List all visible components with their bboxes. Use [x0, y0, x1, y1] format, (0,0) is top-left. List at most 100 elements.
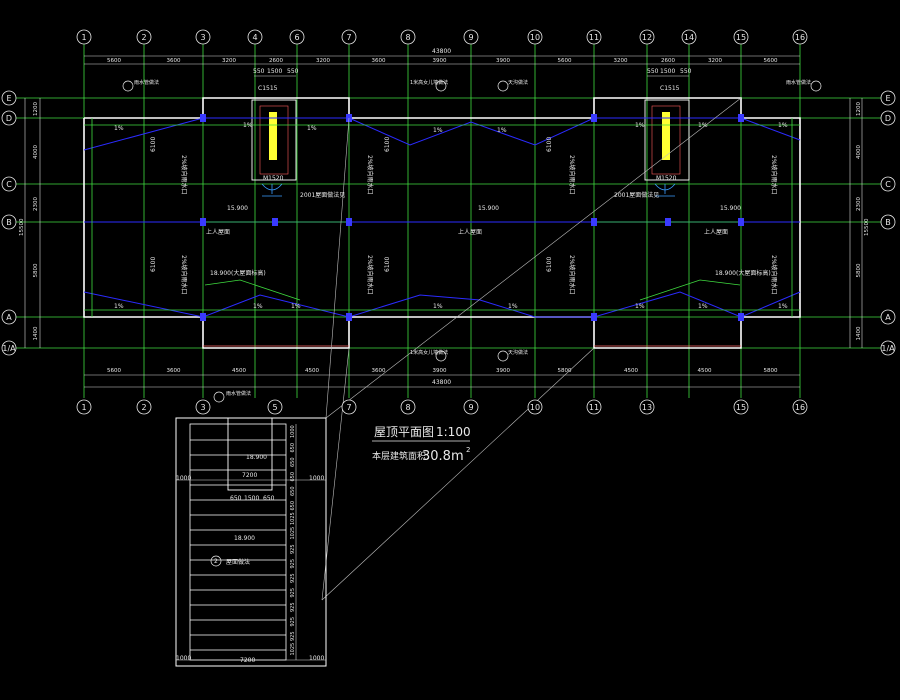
- axis-bubble-top-15: 15: [733, 29, 749, 45]
- area-label: 本层建筑面积:: [372, 450, 429, 462]
- slope-note-2: 2%坡向雨水口: [366, 155, 374, 195]
- mid-span-2: 6100: [384, 137, 391, 152]
- detail-plan: 18.900 7200 1000 1000 650 1500 650 18.90…: [175, 417, 327, 667]
- right-span-dim-1: 4000: [856, 145, 862, 159]
- bottom-span-dim-6: 3900: [496, 368, 510, 374]
- bottom-total-dim: 43800: [432, 379, 451, 386]
- axis-bubble-bottom-16-label: 16: [795, 403, 805, 412]
- right-span-dim-0: 1200: [856, 102, 862, 116]
- callout-note-4: 雨水管做法: [786, 79, 811, 86]
- axis-bubble-bottom-3: 3: [195, 399, 211, 415]
- axis-bubble-bottom-10-circle: [527, 399, 543, 415]
- axis-bubble-left-3-circle: [1, 214, 17, 230]
- axis-bubble-right-3-label: B: [885, 218, 891, 227]
- axis-bubble-top-2-label: 2: [141, 33, 146, 42]
- elevation-left: 15.900: [227, 205, 248, 212]
- top-span-dim-7: 3900: [496, 58, 510, 64]
- title-scale: 1:100: [436, 425, 471, 439]
- axis-bubble-bottom-9-label: 9: [468, 403, 473, 412]
- top-span-dim-1: 3600: [167, 58, 181, 64]
- stair-dim-right-2: 1500: [660, 68, 675, 75]
- axis-bubble-top-7-label: 7: [346, 33, 351, 42]
- axis-bubble-bottom-11-circle: [586, 399, 602, 415]
- axis-bubble-left-1-label: D: [6, 114, 12, 123]
- axis-bubble-bottom-7-circle: [341, 399, 357, 415]
- bottom-span-dim-3: 4500: [305, 368, 319, 374]
- axis-bubble-top-11-label: 11: [589, 33, 599, 42]
- canopy-note-right: 2001屋面做法见: [614, 191, 659, 199]
- axis-bubble-left-2-label: C: [6, 180, 12, 189]
- mid-span-4: 6100: [150, 257, 157, 272]
- axis-bubble-right-4-circle: [880, 309, 896, 325]
- callout-note-2: 1米高女儿墙做法: [410, 79, 448, 86]
- slope-6: 1%: [635, 122, 645, 129]
- gutter-lines: [84, 118, 800, 317]
- axis-bubble-left-4-label: A: [6, 313, 12, 322]
- axis-bubble-bottom-9-circle: [463, 399, 479, 415]
- left-span-dim-3: 5800: [33, 263, 39, 277]
- axis-bubble-left-1: D: [1, 110, 17, 126]
- right-span-dim-4: 1400: [856, 326, 862, 340]
- detail-step-dim-12: 925: [290, 602, 296, 612]
- axis-bubble-bottom-9: 9: [463, 399, 479, 415]
- detail-step-dim-0: 1000: [290, 425, 296, 438]
- axis-bubble-left-0-circle: [1, 90, 17, 106]
- axis-bubble-top-11-circle: [586, 29, 602, 45]
- axis-bubble-top-3-label: 3: [200, 33, 205, 42]
- slope-7: 1%: [698, 122, 708, 129]
- slope-5: 1%: [497, 127, 507, 134]
- axis-bubble-top-2: 2: [136, 29, 152, 45]
- axis-bubble-bottom-2-label: 2: [141, 403, 146, 412]
- left-span-dim-1: 4000: [33, 145, 39, 159]
- detail-step-dim-14: 925: [290, 631, 296, 641]
- axis-bubble-bottom-13-label: 13: [642, 403, 652, 412]
- top-span-dim-5: 3600: [372, 58, 386, 64]
- detail-bottom-dim: 7200: [240, 657, 255, 664]
- left-span-dim-2: 2300: [33, 197, 39, 211]
- axis-bubble-top-9-circle: [463, 29, 479, 45]
- door-code-left: M1520: [263, 175, 284, 182]
- bottom-span-dim-1: 3600: [167, 368, 181, 374]
- left-span-dim-0: 1200: [33, 102, 39, 116]
- axis-bubble-bottom-5: 5: [267, 399, 283, 415]
- detail-callouts: [122, 80, 822, 403]
- slope-note-4: 2%坡向雨水口: [770, 155, 778, 195]
- top-total-dim: 43800: [432, 48, 451, 55]
- axis-bubble-top-1-circle: [76, 29, 92, 45]
- detail-step-dim-8: 925: [290, 544, 296, 554]
- mid-span-5: 6100: [384, 257, 391, 272]
- right-total-dim: 15500: [864, 218, 870, 236]
- door-code-right: M1520: [656, 175, 677, 182]
- axis-bubble-top-6-label: 6: [294, 33, 299, 42]
- slope-3: 1%: [307, 125, 317, 132]
- slope-8: 1%: [778, 122, 788, 129]
- roof-access-left: 上人屋面: [206, 228, 230, 236]
- axis-bubble-right-3: B: [880, 214, 896, 230]
- callout-note-6: 天沟做法: [508, 349, 528, 356]
- bottom-span-dim-2: 4500: [232, 368, 246, 374]
- callout-note-3: 天沟做法: [508, 79, 528, 86]
- elevation-center: 15.900: [478, 205, 499, 212]
- axis-bubble-left-2: C: [1, 176, 17, 192]
- callout-note-5: 1米高女儿墙做法: [410, 349, 448, 356]
- axis-bubble-left-4-circle: [1, 309, 17, 325]
- area-value: 30.8m: [422, 449, 464, 464]
- ridge-elevation-right: 18.900(大屋面标高): [715, 269, 771, 277]
- roof-access-center: 上人屋面: [458, 228, 482, 236]
- left-total-dim: 15500: [19, 218, 25, 236]
- detail-top-elevation: 18.900: [246, 454, 267, 461]
- detail-top-dim: 7200: [242, 472, 257, 479]
- slope-10: 1%: [253, 303, 263, 310]
- top-span-dim-11: 3200: [708, 58, 722, 64]
- axis-bubble-top-14: 14: [681, 29, 697, 45]
- axis-bubble-top-10: 10: [527, 29, 543, 45]
- top-span-dim-0: 5600: [107, 58, 121, 64]
- ridge-elevation-left: 18.900(大屋面标高): [210, 269, 266, 277]
- detail-step-dim-9: 925: [290, 559, 296, 569]
- area-sup: 2: [466, 446, 470, 454]
- axis-bubble-top-15-circle: [733, 29, 749, 45]
- detail-right-side: 1000: [309, 475, 324, 482]
